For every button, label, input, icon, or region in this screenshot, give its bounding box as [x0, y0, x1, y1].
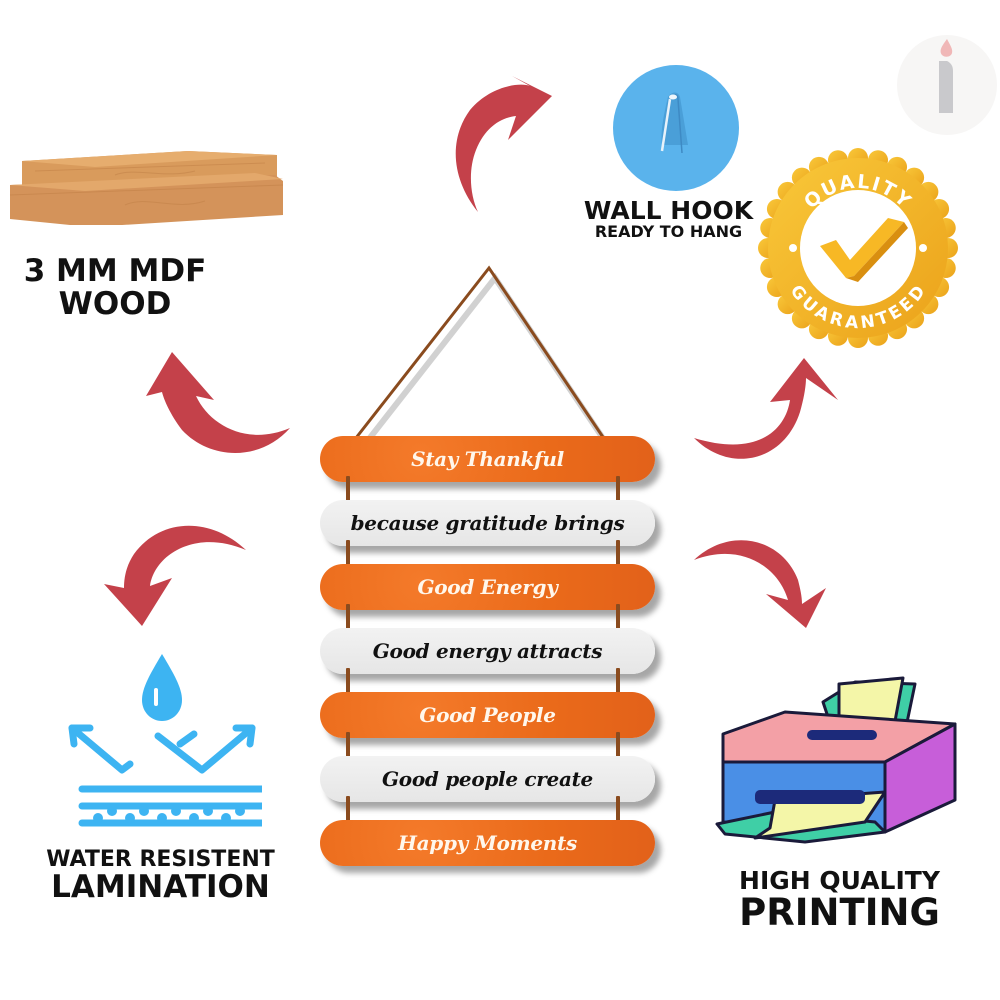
sign-plank: Stay Thankful: [320, 436, 655, 482]
printing-feature: [715, 672, 965, 852]
printing-label-line2: PRINTING: [739, 891, 940, 935]
wood-label-line1: 3 MM MDF: [23, 253, 207, 289]
printer-icon: [715, 676, 957, 844]
water-label-line2: LAMINATION: [51, 869, 270, 906]
wood-planks-icon: [9, 151, 284, 225]
wood-feature: [5, 145, 285, 225]
plank-connector-string: [346, 732, 350, 766]
quality-feature: QUALITY GUARANTEED: [758, 148, 958, 348]
plank-connector-string: [346, 796, 350, 830]
plank-connector-string: [346, 604, 350, 638]
wall-hook-title: WALL HOOK: [583, 196, 754, 225]
wall-hook-subtitle: READY TO HANG: [594, 222, 743, 242]
arrow-to-quality-icon: [694, 358, 838, 459]
sign-plank: Good People: [320, 692, 655, 738]
plank-connector-string: [616, 796, 620, 830]
wood-label-line2: WOOD: [58, 285, 172, 322]
arrow-to-wall-hook-icon: [455, 76, 552, 212]
printing-label: HIGH QUALITY PRINTING: [722, 866, 957, 935]
water-resistant-icon: [68, 654, 262, 827]
sign-plank: Good energy attracts: [320, 628, 655, 674]
brand-logo-i-icon: [897, 35, 997, 135]
plank-connector-string: [346, 540, 350, 574]
sign-plank-text: Stay Thankful: [411, 447, 564, 471]
plank-connector-string: [616, 540, 620, 574]
sign-plank: Happy Moments: [320, 820, 655, 866]
sign-plank-text: Good Energy: [417, 575, 558, 599]
plank-connector-string: [346, 668, 350, 702]
sign-plank-text: Good People: [419, 703, 556, 727]
sign-plank: Good Energy: [320, 564, 655, 610]
sign-plank-text: because gratitude brings: [350, 511, 625, 535]
water-label: WATER RESISTENT LAMINATION: [28, 848, 293, 904]
sign-plank-text: Happy Moments: [398, 831, 577, 855]
water-feature: [62, 648, 262, 833]
sign-plank-text: Good people create: [382, 767, 593, 791]
plank-connector-string: [616, 668, 620, 702]
sign-plank: Good people create: [320, 756, 655, 802]
plank-connector-string: [346, 476, 350, 510]
wall-hook-label: WALL HOOK READY TO HANG: [576, 196, 761, 242]
sign-plank: because gratitude brings: [320, 500, 655, 546]
sign-plank-text: Good energy attracts: [372, 639, 603, 663]
quality-badge-icon: QUALITY GUARANTEED: [758, 148, 958, 348]
wall-hook-icon: [613, 65, 739, 191]
plank-connector-string: [616, 604, 620, 638]
arrow-to-printer-icon: [694, 540, 826, 628]
arrow-to-water-icon: [104, 525, 246, 626]
plank-connector-string: [616, 476, 620, 510]
printing-label-line1: HIGH QUALITY: [739, 866, 940, 895]
arrow-to-wood-icon: [146, 352, 290, 453]
plank-connector-string: [616, 732, 620, 766]
wood-label: 3 MM MDF WOOD: [0, 255, 230, 320]
water-label-line1: WATER RESISTENT: [46, 847, 275, 872]
brand-logo: [895, 33, 999, 137]
wall-hook-feature: [612, 63, 742, 193]
